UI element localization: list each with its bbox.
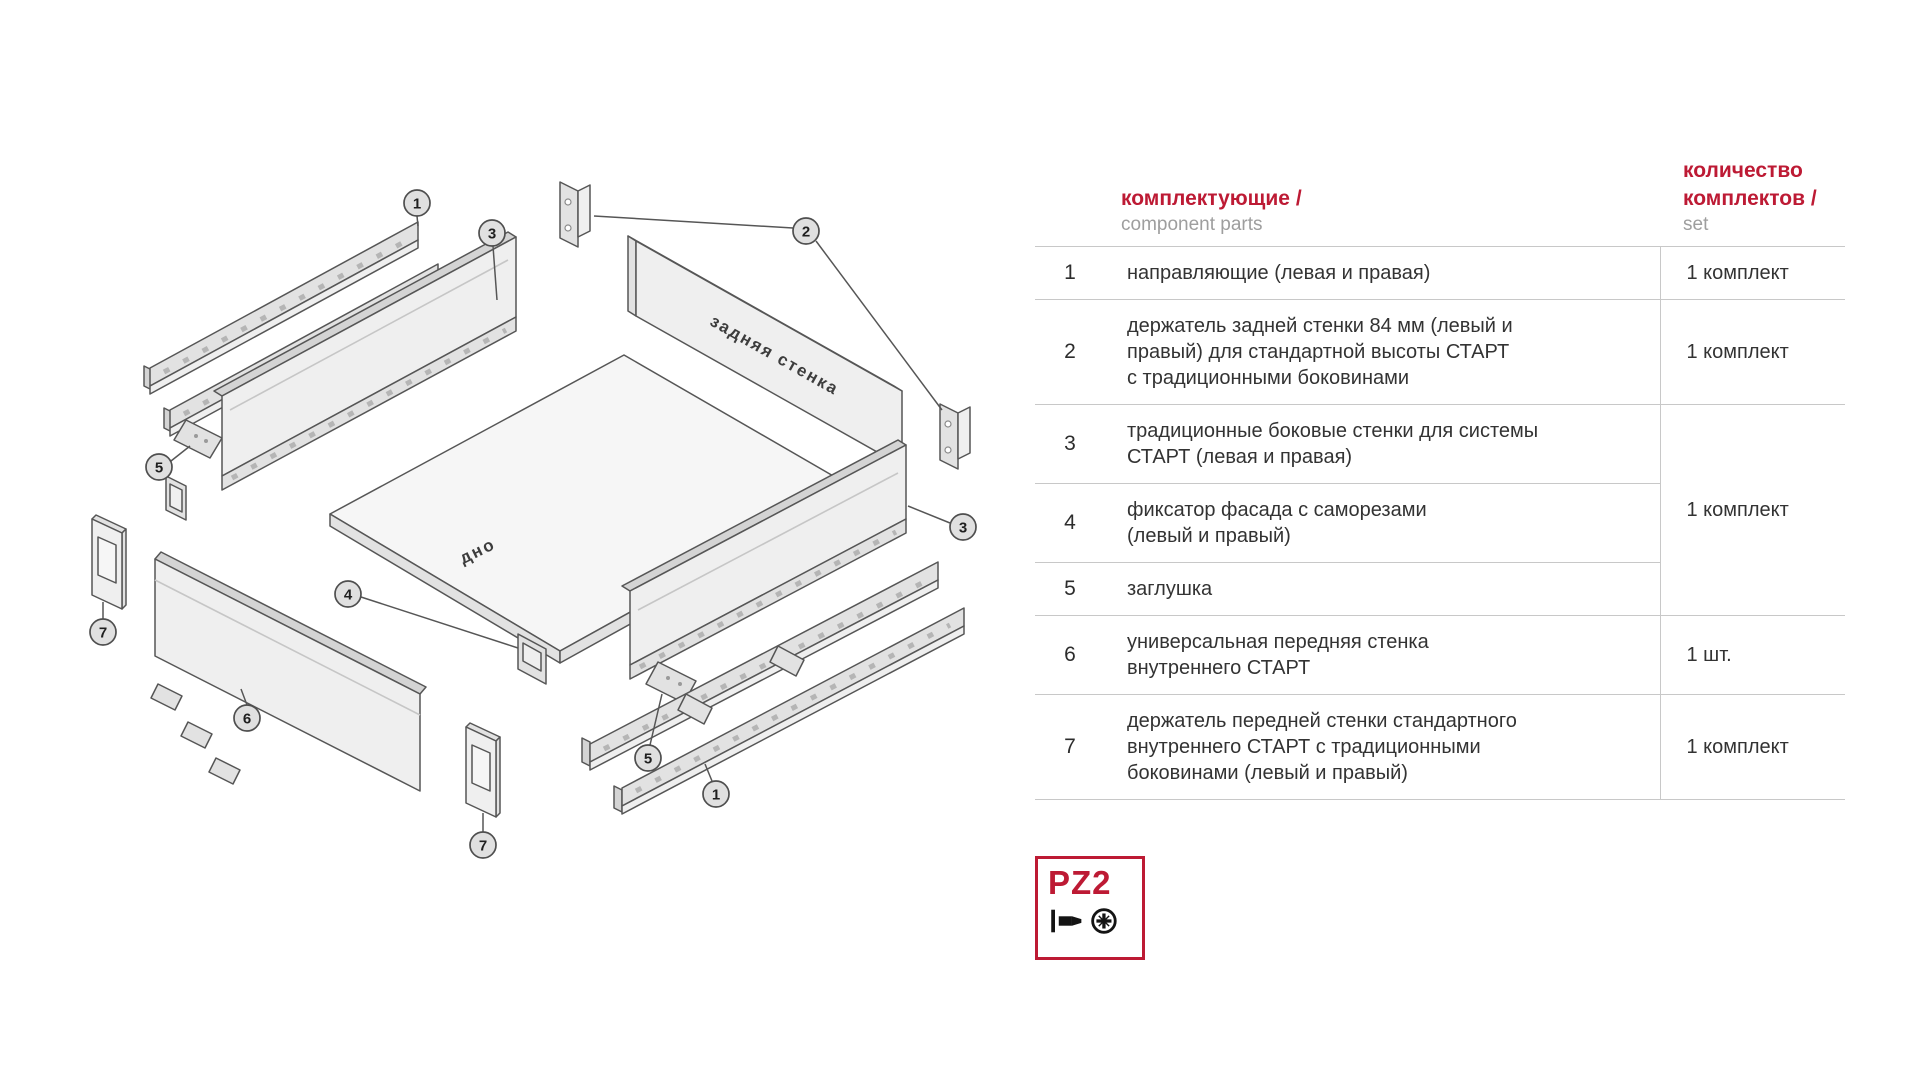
callout-marker: 5 <box>145 445 191 481</box>
svg-text:7: 7 <box>99 625 107 642</box>
part-quantity: 1 шт. <box>1659 615 1845 695</box>
part-description: направляющие (левая и правая) <box>1105 246 1660 300</box>
table-row: 2 держатель задней стенки 84 мм (левый и… <box>1035 299 1845 405</box>
drawer-assembly-drawing: задняя стенка дно <box>89 181 977 859</box>
part-description: держатель передней стенки стандартного в… <box>1105 694 1660 800</box>
table-row: 6 универсальная передняя стенка внутренн… <box>1035 615 1845 695</box>
svg-text:5: 5 <box>155 460 163 477</box>
svg-text:4: 4 <box>344 587 353 604</box>
part-number: 4 <box>1035 483 1105 563</box>
callout-marker: 5 <box>634 693 663 772</box>
part-number: 6 <box>1035 615 1105 695</box>
parts-column-header: комплектующие / component parts <box>1121 185 1302 238</box>
diagram-callouts: 1 3 2 5 <box>89 189 977 859</box>
table-header: комплектующие / component parts количест… <box>1035 150 1845 246</box>
svg-text:1: 1 <box>712 787 720 804</box>
part-description: держатель задней стенки 84 мм (левый и п… <box>1105 299 1660 405</box>
pz2-label: PZ2 <box>1048 864 1112 901</box>
front-holder-left <box>91 514 127 610</box>
svg-text:1: 1 <box>413 196 421 213</box>
pozidriv-bit-icon <box>1051 908 1117 935</box>
part-quantity: 1 комплект <box>1659 246 1845 300</box>
callout-marker: 1 <box>403 189 431 227</box>
table-row: 4 фиксатор фасада с саморезами (левый и … <box>1035 483 1845 563</box>
table-row: 7 держатель передней стенки стандартного… <box>1035 694 1845 800</box>
part-quantity: 1 комплект <box>1659 299 1845 405</box>
part-description: традиционные боковые стенки для системы … <box>1105 404 1660 484</box>
back-wall-holder-right <box>939 403 971 470</box>
callout-marker: 7 <box>89 602 117 646</box>
svg-text:2: 2 <box>802 224 810 241</box>
callout-marker: 6 <box>233 688 261 732</box>
svg-text:6: 6 <box>243 711 251 728</box>
quantity-header-en: set <box>1683 214 1709 236</box>
mounting-clips <box>150 683 241 785</box>
svg-text:5: 5 <box>644 751 652 768</box>
front-panel <box>154 551 427 792</box>
right-slide-rails <box>581 561 965 815</box>
part-description: фиксатор фасада с саморезами (левый и пр… <box>1105 483 1660 563</box>
svg-text:3: 3 <box>959 520 967 537</box>
part-number: 5 <box>1035 562 1105 616</box>
parts-header-en: component parts <box>1121 214 1263 236</box>
table-row: 3 традиционные боковые стенки для систем… <box>1035 404 1845 616</box>
right-side-wall <box>621 439 907 680</box>
svg-text:7: 7 <box>479 838 487 855</box>
part-description: заглушка <box>1105 562 1660 616</box>
left-side-wall <box>213 231 517 491</box>
quantity-column-header: количество комплектов / set <box>1683 157 1817 238</box>
callout-marker: 1 <box>702 763 730 808</box>
exploded-diagram: задняя стенка дно <box>89 181 977 859</box>
cover-plate-left <box>173 419 223 459</box>
part-quantity-merged: 1 комплект <box>1659 404 1845 616</box>
table-row: 5 заглушка <box>1035 562 1845 616</box>
callout-marker: 3 <box>907 505 977 541</box>
parts-list-section: комплектующие / component parts количест… <box>1035 150 1845 960</box>
callout-marker: 7 <box>469 813 497 859</box>
part-number: 7 <box>1035 694 1105 800</box>
callout-marker: 3 <box>478 219 506 301</box>
callout-marker: 2 <box>593 215 943 411</box>
part-number: 1 <box>1035 246 1105 300</box>
callout-marker: 4 <box>334 580 519 649</box>
part-quantity: 1 комплект <box>1659 694 1845 800</box>
facade-fixator <box>517 633 547 685</box>
parts-table: 1 направляющие (левая и правая) 1 компле… <box>1035 246 1845 800</box>
pz2-screw-type-box: PZ2 <box>1035 856 1145 960</box>
part-number: 2 <box>1035 299 1105 405</box>
part-number: 3 <box>1035 404 1105 484</box>
part-description: универсальная передняя стенка внутреннег… <box>1105 615 1660 695</box>
front-holder-bottom <box>465 722 501 818</box>
table-row: 1 направляющие (левая и правая) 1 компле… <box>1035 246 1845 300</box>
parts-header-ru: комплектующие / <box>1121 186 1302 210</box>
back-wall-holder-left <box>559 181 591 248</box>
quantity-header-ru: количество комплектов / <box>1683 158 1817 210</box>
svg-text:3: 3 <box>488 226 496 243</box>
left-mounting-bracket <box>165 475 187 521</box>
